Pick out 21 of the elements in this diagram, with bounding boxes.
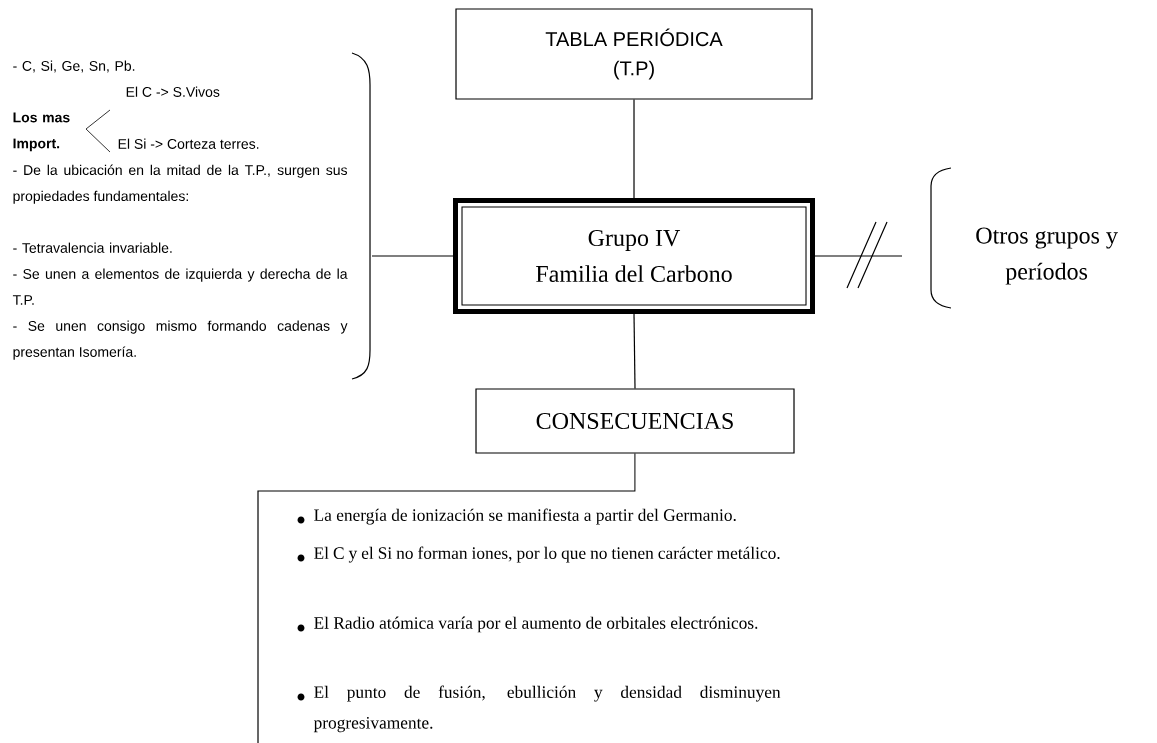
bullet-item: El Radio atómica varía por el aumento de orbitales electrónicos. — [297, 616, 758, 633]
connector — [257, 453, 636, 743]
connector — [814, 255, 903, 257]
title-box: TABLA PERIÓDICA (T.P) — [455, 8, 813, 100]
bullet-item: El C y el Si no forman iones, por lo que no tienen carácter metálico. — [297, 546, 780, 563]
note-text: - Se unen a elementos de izquierda y derecha de la T.P. — [12, 268, 348, 305]
note-text: - C, Si, Ge, Sn, Pb. — [13, 60, 135, 73]
note-text: El C -> S.Vivos — [126, 86, 220, 97]
note-text: El Si -> Corteza terres. — [118, 138, 259, 149]
bullet-item: El punto de fusión, ebullición y densidad disminuyen progresivamente. — [297, 685, 781, 733]
connector — [371, 255, 454, 257]
braced-text: Otros grupos y períodos — [930, 167, 1118, 309]
note-text: - De la ubicación en la mitad de la T.P., surgen sus propiedades fundamentales: — [13, 164, 348, 204]
heading-box: CONSECUENCIAS — [475, 388, 795, 454]
note-text: - Tetravalencia invariable. — [13, 242, 172, 253]
connector — [633, 99, 635, 199]
note-text: - Se unen consigo mismo formando cadenas y presentan Isomería. — [13, 320, 348, 360]
connector — [633, 313, 636, 389]
double-border-box: Grupo IV Familia del Carbono — [453, 198, 815, 314]
note-text: Los mas Import. — [13, 112, 70, 152]
bullet-item: La energía de ionización se manifiesta a partir del Germanio. — [297, 508, 736, 525]
